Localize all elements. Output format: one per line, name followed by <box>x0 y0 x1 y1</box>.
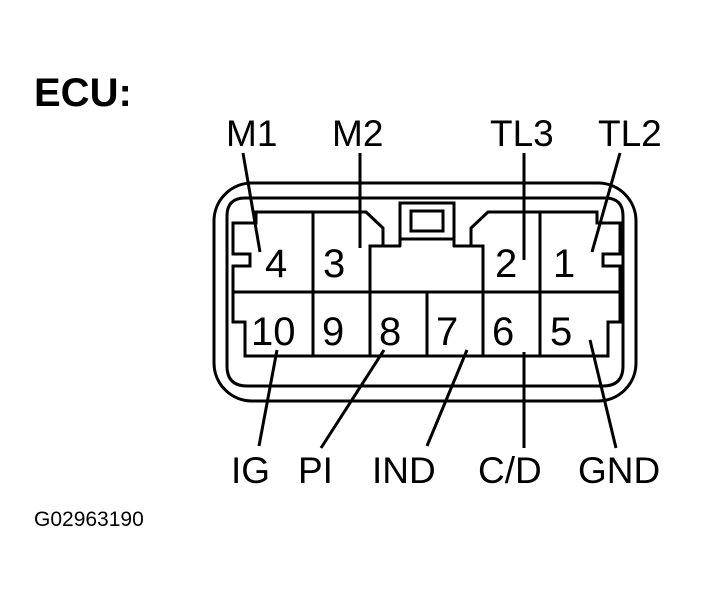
top-terminal-labels: M1 M2 TL3 TL2 <box>226 113 662 154</box>
leader-m1 <box>241 152 262 253</box>
label-tl3: TL3 <box>490 113 554 154</box>
latch-inner <box>409 209 445 233</box>
leader-lines <box>241 152 622 449</box>
connector-inner-shell <box>225 196 625 388</box>
pin-cell-5 <box>538 290 622 358</box>
leader-ind <box>425 349 469 447</box>
label-pi: PI <box>298 450 333 491</box>
bottom-terminal-labels: IG PI IND C/D GND <box>231 450 660 491</box>
leader-tl2 <box>590 152 622 253</box>
pin-number-5: 5 <box>550 310 572 354</box>
pin-cell-6 <box>481 290 542 358</box>
label-m1: M1 <box>226 113 277 154</box>
latch-base <box>383 239 471 248</box>
pin-number-10: 10 <box>251 310 296 354</box>
pin-cell-7 <box>425 290 485 358</box>
label-cd: C/D <box>478 450 542 491</box>
label-ig: IG <box>231 450 270 491</box>
pin-cell-8 <box>368 290 429 358</box>
pin-number-8: 8 <box>379 310 401 354</box>
label-m2: M2 <box>332 113 383 154</box>
reference-code: G02963190 <box>34 508 144 531</box>
pin-number-1: 1 <box>553 242 575 286</box>
label-tl2: TL2 <box>598 113 662 154</box>
pin-number-2: 2 <box>495 242 517 286</box>
pin-number-7: 7 <box>436 310 458 354</box>
pin-numbers: 4 3 2 1 10 9 8 7 6 5 <box>251 242 575 354</box>
leader-ig <box>257 349 279 447</box>
label-ind: IND <box>372 450 436 491</box>
connector-housing <box>212 181 638 403</box>
pin-number-4: 4 <box>265 242 287 286</box>
pin-number-3: 3 <box>323 242 345 286</box>
diagram-title: ECU: <box>34 71 132 115</box>
pin-number-6: 6 <box>492 310 514 354</box>
pin-number-9: 9 <box>322 310 344 354</box>
pin-cell-1 <box>538 210 622 294</box>
connector-outer-shell <box>212 181 638 403</box>
label-gnd: GND <box>578 450 660 491</box>
leader-gnd <box>588 339 618 449</box>
leader-pi <box>319 349 386 449</box>
